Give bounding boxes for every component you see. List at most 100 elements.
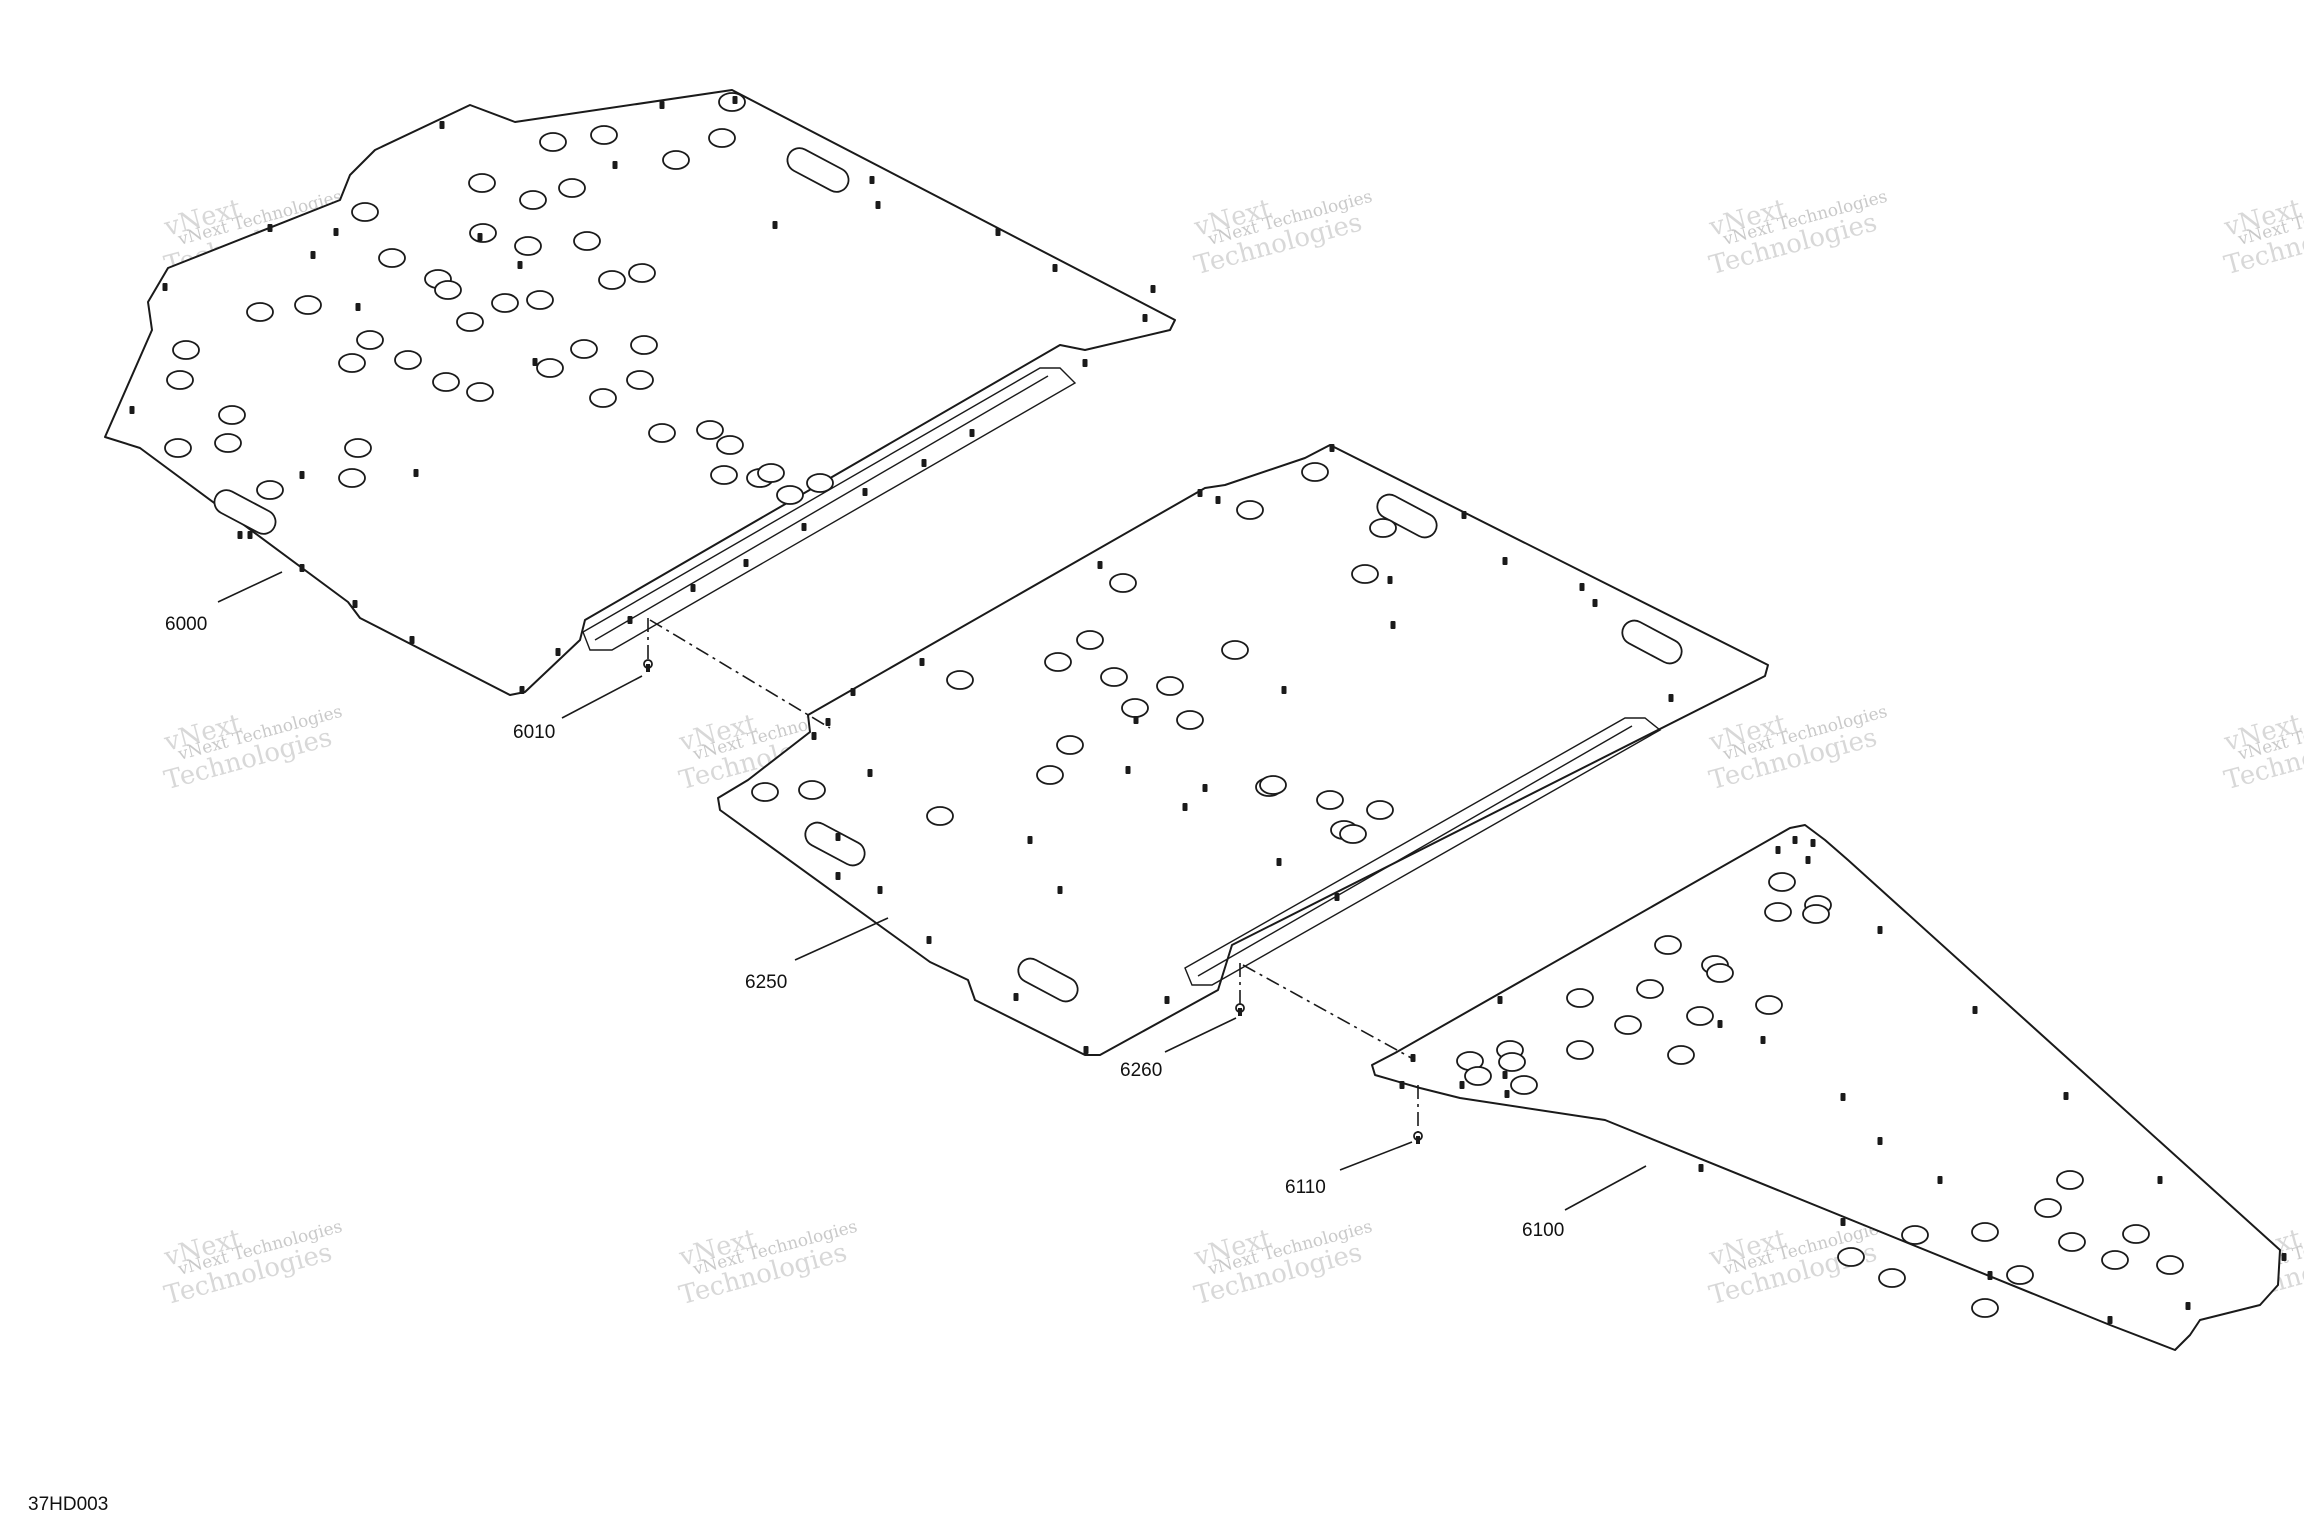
plate-6100-hole	[1971, 1222, 1999, 1242]
plate-6250-hole	[1366, 800, 1394, 820]
plate-6250-rivet	[1197, 489, 1203, 497]
plate-6100-hole	[1901, 1225, 1929, 1245]
callout-6110: 6110	[1285, 1177, 1326, 1198]
plate-6100-rivet	[2281, 1253, 2287, 1261]
plate-6000-hole	[294, 295, 322, 315]
plate-6250	[717, 444, 1769, 1056]
plate-6000-rivets	[129, 96, 1156, 694]
plate-6100-rivet	[1502, 1071, 1508, 1079]
plate-6250-hole	[1339, 824, 1367, 844]
leader-6250	[794, 917, 889, 961]
plate-6100-rivet	[1504, 1090, 1510, 1098]
plate-6250-rivets	[811, 444, 1674, 1054]
plate-6250-rivet	[1276, 858, 1282, 866]
plate-6250-rivet	[877, 886, 883, 894]
plate-6100-hole	[1667, 1045, 1695, 1065]
plate-6000-rivet	[1082, 359, 1088, 367]
plate-6000-hole	[378, 248, 406, 268]
plate-6100-hole	[2006, 1265, 2034, 1285]
plate-6000-rivet	[355, 303, 361, 311]
plate-6000-rivet	[162, 283, 168, 291]
plate-6250-hole	[1100, 667, 1128, 687]
plate-6000-rivet	[439, 121, 445, 129]
plate-6000-hole	[536, 358, 564, 378]
plate-6000-hole	[469, 223, 497, 243]
plate-6000-hole	[432, 372, 460, 392]
plate-6250-hole	[1176, 710, 1204, 730]
plate-6000-rivet	[129, 406, 135, 414]
plate-6250-rivet	[1202, 784, 1208, 792]
plate-6000-rivet	[333, 228, 339, 236]
plate-6250-rivet	[835, 872, 841, 880]
plate-6250-rivet	[919, 658, 925, 666]
plate-6250-hole	[926, 806, 954, 826]
plate-6100-rivet	[1937, 1176, 1943, 1184]
plate-6000-rivet	[1142, 314, 1148, 322]
plate-6000-hole	[539, 132, 567, 152]
plate-6250-hole	[798, 780, 826, 800]
plate-6000-rivet	[772, 221, 778, 229]
plate-6250-rivet	[825, 718, 831, 726]
plate-6000-hole	[718, 92, 746, 112]
plate-6000-hole	[708, 128, 736, 148]
plate-6000-rivet	[517, 261, 523, 269]
leader-6000	[217, 571, 283, 603]
plate-6000-rivet	[299, 471, 305, 479]
plate-6250-rivet	[1461, 511, 1467, 519]
plate-6100-hole	[1706, 963, 1734, 983]
plate-6100-hole	[2156, 1255, 2184, 1275]
plate-6000-hole	[338, 468, 366, 488]
plate-6100-hole	[2058, 1232, 2086, 1252]
plate-6100	[1371, 824, 2287, 1351]
plate-6000-hole	[662, 150, 690, 170]
plate-6100-hole	[1464, 1066, 1492, 1086]
plate-6250-rivet	[1281, 686, 1287, 694]
plate-6100-rivet	[1775, 846, 1781, 854]
plate-6000-rivet	[659, 101, 665, 109]
plate-6250-rivet	[1027, 836, 1033, 844]
plate-6100-hole	[1768, 872, 1796, 892]
plate-6250-outline	[717, 444, 1769, 1056]
plate-6000-rivet	[555, 648, 561, 656]
plate-6100-rivets	[1399, 836, 2287, 1324]
plate-6100-rivet	[1805, 856, 1811, 864]
plate-6100-hole	[1802, 904, 1830, 924]
plate-6250-rivet	[1083, 1046, 1089, 1054]
plate-6250-rivet	[1182, 803, 1188, 811]
plate-6000-hole	[491, 293, 519, 313]
plate-6250-hole	[1369, 518, 1397, 538]
plate-6000-hole	[456, 312, 484, 332]
plate-6000-rivet	[413, 469, 419, 477]
plate-6100-hole	[2101, 1250, 2129, 1270]
plate-6000-rivet	[1150, 285, 1156, 293]
plate-6000-rivet	[310, 251, 316, 259]
plate-6000-hole	[246, 302, 274, 322]
plate-6250-slot-a	[1376, 493, 1438, 539]
plate-6000-hole	[351, 202, 379, 222]
plate-6100-hole	[1566, 988, 1594, 1008]
plate-6100-hole	[2122, 1224, 2150, 1244]
plate-6000-hole	[757, 463, 785, 483]
plate-6100-hole	[1636, 979, 1664, 999]
plate-6100-rivet	[1840, 1093, 1846, 1101]
plate-6100-rivet	[1987, 1272, 1993, 1280]
plate-6000-rivet	[267, 224, 273, 232]
callout-6010: 6010	[513, 722, 555, 743]
plate-6250-channel-edge	[1197, 725, 1633, 977]
plate-6250-rivet	[867, 769, 873, 777]
plate-6000-holes	[164, 92, 834, 505]
plate-6000-hole	[590, 125, 618, 145]
plate-6000-rivet	[627, 616, 633, 624]
plate-6000-hole	[172, 340, 200, 360]
plate-6250-hole	[1351, 564, 1379, 584]
plate-6000-hole	[344, 438, 372, 458]
plate-6000	[104, 89, 1176, 696]
plate-6000-rivet	[409, 636, 415, 644]
plate-6100-hole	[1686, 1006, 1714, 1026]
plate-6000-rivet	[299, 564, 305, 572]
plate-6000-hole	[356, 330, 384, 350]
